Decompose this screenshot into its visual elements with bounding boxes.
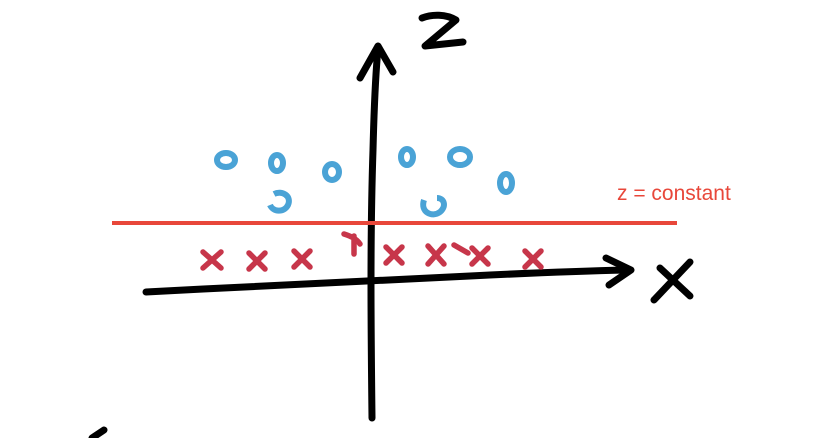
cross-mark [383,244,405,266]
circle-mark [322,161,342,183]
cross-mark [200,249,224,271]
z-axis-arrowhead [356,42,397,82]
stray-pen-stroke [88,426,108,438]
circle-mark [398,146,416,168]
circle-mark [214,150,238,170]
cross-mark [291,248,313,270]
circle-mark [268,152,286,174]
circle-points [214,146,515,218]
cross-mark [469,245,491,267]
cross-mark [522,248,544,270]
cross-mark [246,250,268,272]
x-axis-arrowhead [602,254,635,289]
circle-mark [497,171,515,195]
cross-mark [451,242,471,256]
circle-mark [267,189,292,214]
circle-mark [447,146,473,168]
cross-mark [341,231,363,257]
x-axis [142,254,635,296]
z-axis [356,42,397,422]
boundary-label: z = constant [617,182,731,205]
cross-mark [425,243,447,267]
x-axis-letter [650,258,694,304]
cross-points [200,231,544,272]
z-axis-letter [418,11,467,50]
circle-mark [420,195,447,218]
